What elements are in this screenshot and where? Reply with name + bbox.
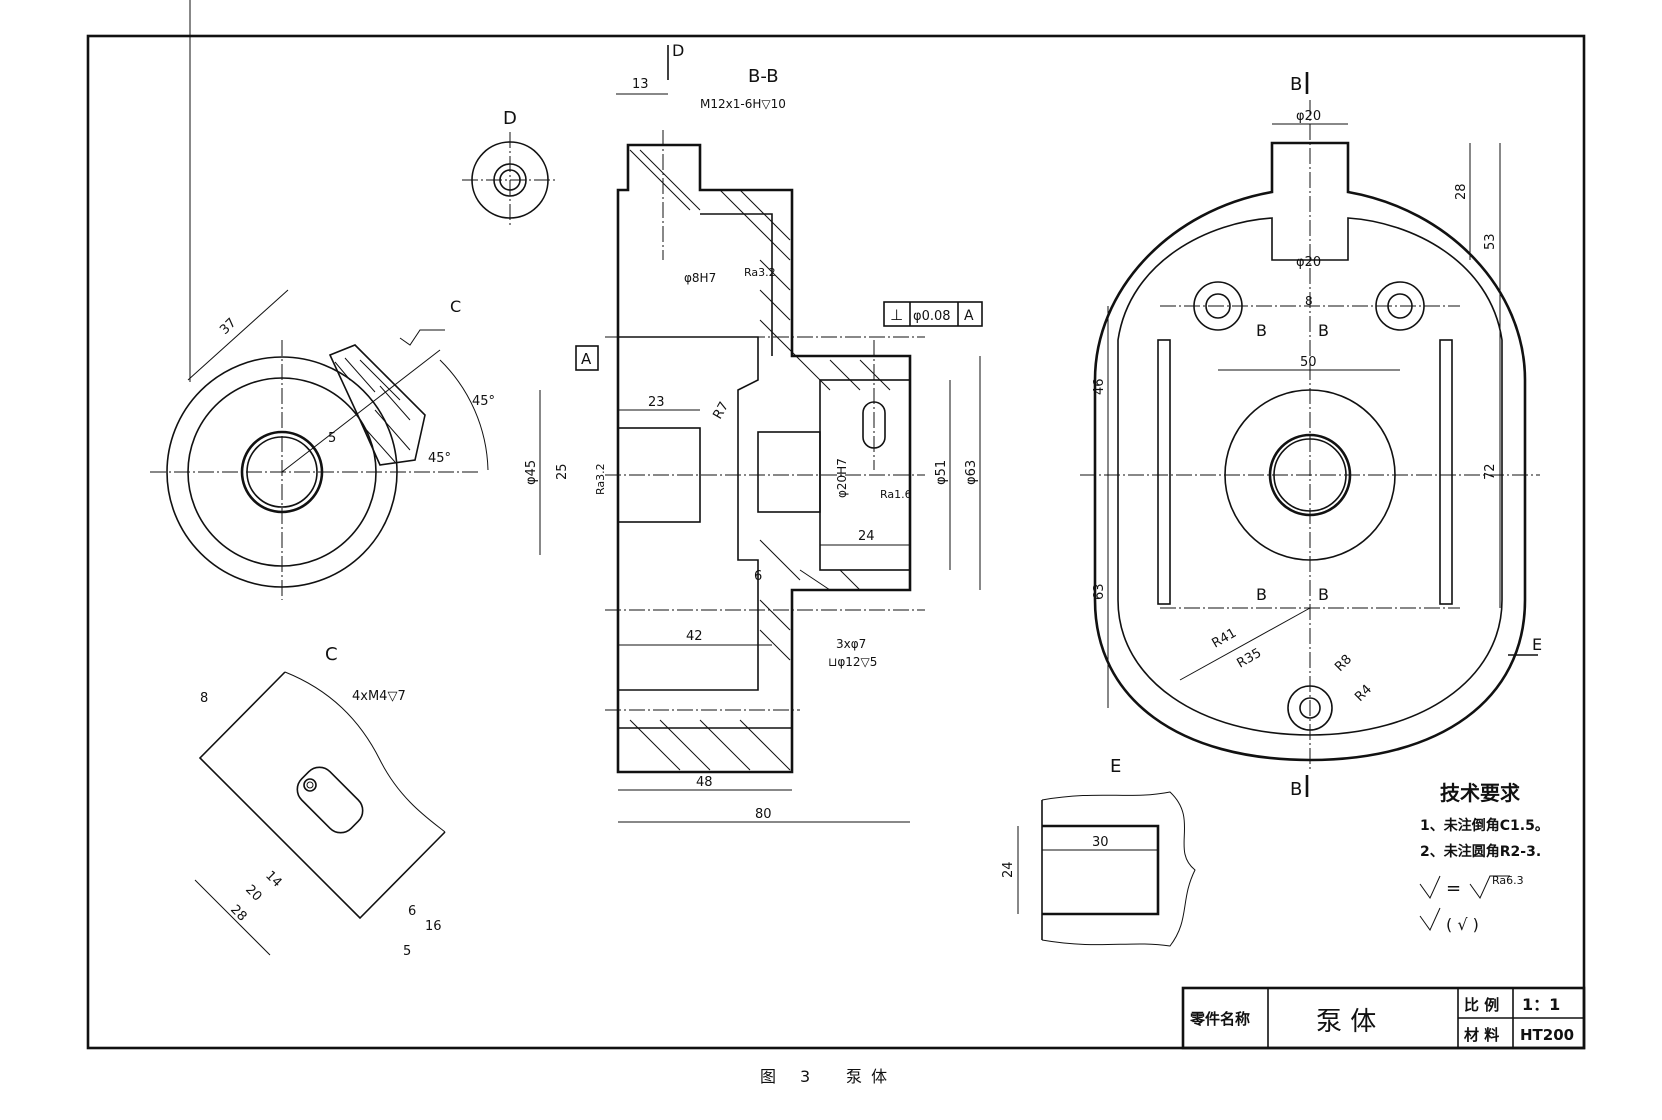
view-e-label: E [1110,756,1121,777]
dim-phi20-mid: φ20 [1296,255,1321,270]
dim-phi8: φ8H7 [684,271,716,285]
caption-title: 泵 体 [846,1067,889,1086]
dim-48: 48 [696,775,713,790]
tech-item-2: 2、未注圆角R2-3. [1420,843,1541,860]
dim-b72: 72 [1483,463,1498,480]
tol-ref: A [964,308,974,324]
dim-ra32b: Ra3.2 [594,463,607,495]
dim-m12: M12x1-6H▽10 [700,97,786,111]
dim-r4: R4 [1352,682,1375,705]
dim-b50: 50 [1300,355,1317,370]
drawing-frame [86,34,1586,1050]
tech-item-1: 1、未注倒角C1.5。 [1420,817,1549,834]
tolerance-frame [883,301,983,327]
dim-25: 25 [555,463,570,480]
b-cut-3: B [1256,585,1267,604]
dim-b28: 28 [1454,183,1469,200]
dim-r35: R35 [1235,646,1265,672]
dim-42: 42 [686,629,703,644]
dim-c-14: 14 [262,868,284,890]
dim-c-28: 28 [227,902,249,924]
caption-fig: 图 [760,1067,778,1086]
caption-num: 3 [800,1067,812,1086]
dim-ra16: Ra1.6 [880,488,912,501]
dim-b63: 63 [1092,583,1107,600]
section-c-mark: C [450,297,461,316]
dim-c-5: 5 [403,944,411,959]
dim-phi20h7: φ20H7 [835,458,849,498]
title-block: 零件名称 泵 体 比 例 1：1 材 料 HT200 [1181,986,1586,1050]
tol-value: φ0.08 [913,309,951,324]
b-mark-top: B [1290,74,1302,95]
e-view-arrow-label: E [1532,635,1542,654]
dim-r8: R8 [1332,652,1355,675]
dim-e24: 24 [1001,861,1016,878]
dim-phi51: φ51 [934,460,949,485]
figure-caption: 图 3 泵 体 [760,1067,889,1086]
tol-symbol: ⊥ [890,306,903,324]
left-end-view: 37 5 45° 45° C [150,0,495,600]
dim-c-8: 8 [200,691,208,706]
tb-mat-label: 材 料 [1464,1026,1499,1044]
tb-scale-val: 1：1 [1522,995,1560,1014]
section-bb-label: B-B [748,66,779,87]
view-c: C 8 4xM4▽7 14 20 28 6 16 5 [194,644,446,959]
dim-r7: R7 [710,400,732,422]
b-cut-2: B [1318,321,1329,340]
b-cut-1: B [1256,321,1267,340]
dim-13: 13 [632,77,649,92]
dim-6: 6 [754,569,762,584]
view-d-arrow-label: D [672,41,684,60]
dim-b8: 8 [1305,294,1313,308]
main-front-view: B B B B B B φ20 φ20 8 50 28 53 [1080,72,1542,800]
datum-a-box [575,345,599,371]
dim-b53: 53 [1483,233,1498,250]
dim-r41: R41 [1210,626,1240,652]
dim-24: 24 [858,529,875,544]
tb-part-name: 泵 体 [1316,1007,1376,1037]
dim-3xphi7: 3xφ7 [836,637,866,651]
dim-c-4xm4: 4xM4▽7 [352,689,406,704]
view-e: E 30 24 [1001,756,1196,947]
view-d-label: D [503,108,517,129]
dim-37: 37 [217,316,239,338]
tech-sym-equals: = [1446,878,1461,899]
tech-ra63: Ra6.3 [1492,874,1524,887]
tech-requirements: 技术要求 1、未注倒角C1.5。 2、未注圆角R2-3. = Ra6.3 ( √… [1419,781,1549,934]
dim-phi12: ⊔φ12▽5 [828,655,877,669]
tb-scale-label: 比 例 [1464,996,1499,1014]
view-d: D [462,108,558,228]
angle-45-lower: 45° [428,451,451,466]
dim-c-20: 20 [242,882,264,904]
dim-23: 23 [648,395,665,410]
datum-a: A [581,350,592,368]
section-bb: B-B D A ⊥ φ0.08 A 13 M12x1- [524,41,983,823]
dim-80: 80 [755,807,772,822]
dim-phi63: φ63 [964,460,979,485]
dim-phi20-top: φ20 [1296,109,1321,124]
dim-c-16: 16 [425,919,442,934]
tb-part-label: 零件名称 [1189,1010,1250,1028]
b-mark-bottom: B [1290,779,1302,800]
view-c-label: C [325,644,338,665]
b-cut-4: B [1318,585,1329,604]
dim-ra32a: Ra3.2 [744,266,776,279]
tech-sym-paren: ( √ ) [1446,915,1479,934]
dim-c-6: 6 [408,904,416,919]
dim-5: 5 [328,431,336,446]
angle-45-upper: 45° [472,394,495,409]
tech-title: 技术要求 [1440,781,1521,805]
tb-mat-val: HT200 [1520,1026,1574,1044]
dim-e30: 30 [1092,835,1109,850]
dim-b46: 46 [1092,378,1107,395]
dim-phi45: φ45 [524,460,539,485]
